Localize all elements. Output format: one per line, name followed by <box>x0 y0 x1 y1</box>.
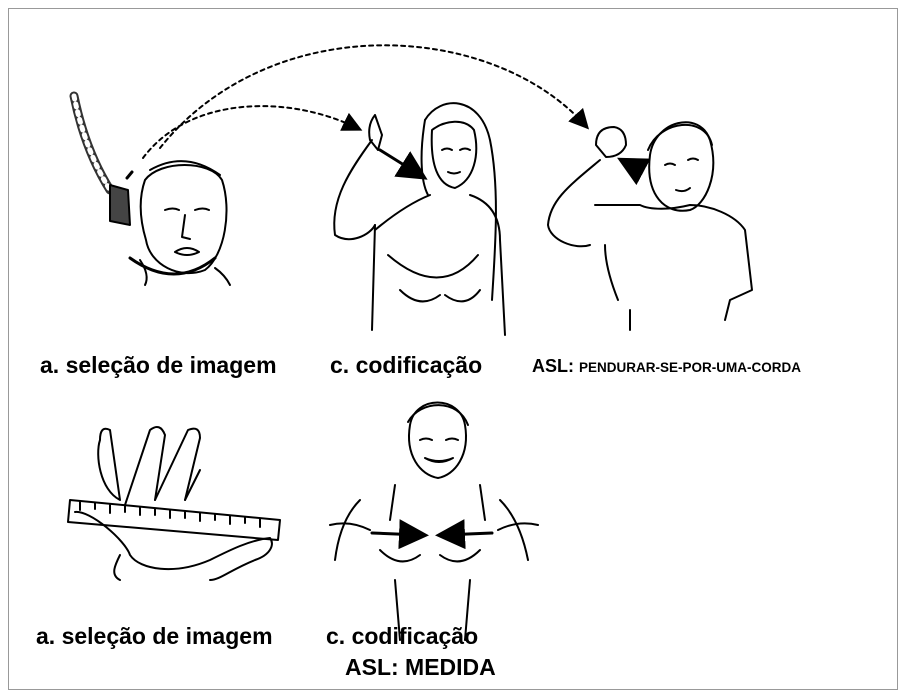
asl-prefix: ASL: <box>532 356 579 376</box>
figure-frame <box>8 8 898 690</box>
row2-label-selecao-imagem: a. seleção de imagem <box>36 623 273 649</box>
hand-ruler-drawing <box>67 425 281 581</box>
dotted-arc-to-codificacao <box>142 105 363 159</box>
row1-asl-label: ASL: PENDURAR-SE-POR-UMA-CORDA <box>532 356 801 377</box>
woman-long-hair-drawing <box>333 102 506 336</box>
dotted-arc-to-asl-sign <box>159 44 590 149</box>
row1-label-selecao-imagem: a. seleção de imagem <box>40 352 277 378</box>
row2-asl-label: ASL: MEDIDA <box>345 654 496 680</box>
woman-measuring-drawing <box>329 401 539 641</box>
noose-man-drawing <box>69 91 231 286</box>
row1-label-codificacao: c. codificação <box>330 352 483 378</box>
asl-word-hang: PENDURAR-SE-POR-UMA-CORDA <box>579 360 801 375</box>
woman-short-hair-asl-drawing <box>547 121 753 331</box>
head <box>139 164 228 275</box>
row2-label-codificacao: c. codificação <box>326 623 479 649</box>
